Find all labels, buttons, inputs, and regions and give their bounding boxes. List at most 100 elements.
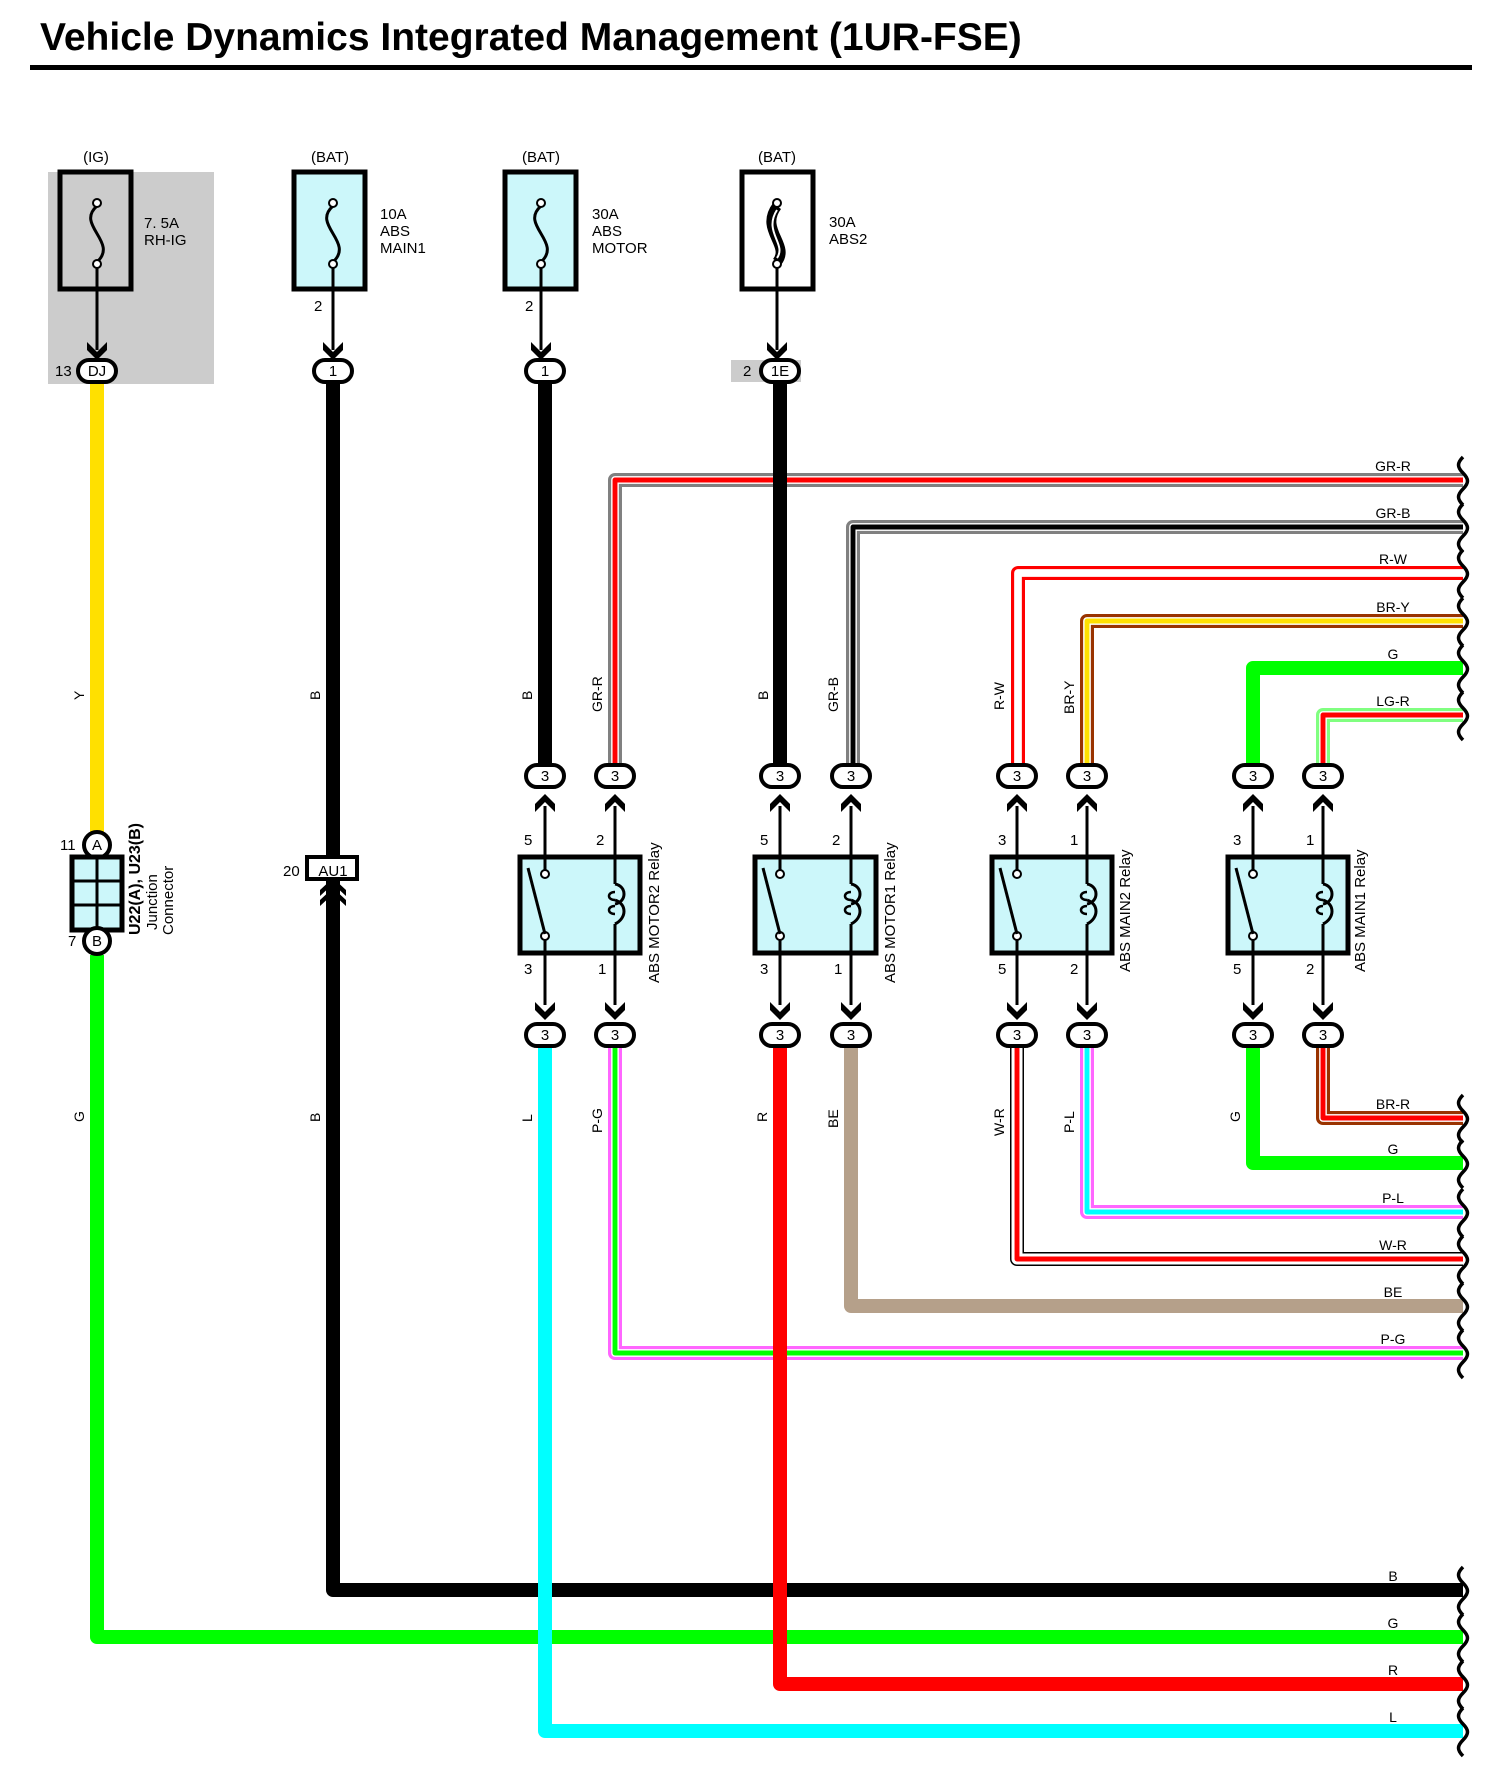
wire-break-icon <box>1456 1565 1470 1617</box>
wire-break-icon <box>1456 502 1470 554</box>
wire-break-wave <box>1456 1281 1470 1333</box>
wire-color-label: B <box>307 691 323 700</box>
wire-base <box>1316 708 1463 765</box>
wire-break-icon <box>1456 1706 1470 1758</box>
wire-be <box>844 1045 1463 1313</box>
wire-break-wave <box>1456 1328 1470 1380</box>
relay-pin: 3 <box>524 961 532 978</box>
fuse-rating: 10A <box>380 206 407 223</box>
wire-stripe <box>612 1045 1463 1356</box>
wire-base <box>538 1045 1463 1738</box>
wire-gr-b <box>846 520 1463 765</box>
wire-color-label: R <box>754 1112 770 1122</box>
relay-connector-label: 3 <box>541 1027 549 1044</box>
wire-base <box>1080 1045 1463 1219</box>
fuse-rating: 7. 5A <box>144 215 179 232</box>
wire-gap <box>1083 1045 1463 1216</box>
wire-g-upper <box>1246 661 1463 765</box>
relay-contact <box>775 869 785 879</box>
edge-wire-label: R <box>1388 1662 1398 1678</box>
wire-color-label: R-W <box>991 681 1007 710</box>
inline-connector-label: AU1 <box>318 863 347 880</box>
relay-switch-icon <box>1234 867 1255 935</box>
connector-oval <box>312 358 354 384</box>
wire-break-wave <box>1456 1706 1470 1758</box>
junction-connector-name: Junction <box>144 874 161 930</box>
fuse-terminal <box>328 259 338 269</box>
fuse-icon <box>325 204 341 264</box>
wire-w-r <box>1010 1045 1463 1266</box>
wire-break-wave <box>1456 690 1470 742</box>
junction-top-pin: 11 <box>60 837 76 854</box>
wire-stripe <box>1084 1045 1463 1215</box>
wire-b-lower <box>326 382 1463 1597</box>
edge-wire-label: BR-Y <box>1376 599 1410 615</box>
wire-r-lower <box>773 1045 1463 1691</box>
relay-switch-icon <box>761 867 782 935</box>
edge-wire-label: L <box>1389 1709 1397 1725</box>
connector-oval <box>1232 763 1274 789</box>
wire-break-wave <box>1456 1612 1470 1664</box>
relay-pin: 3 <box>760 961 768 978</box>
connector-oval <box>1302 763 1344 789</box>
relay <box>1225 763 1351 1048</box>
fuse-name: ABS <box>592 223 622 240</box>
wire-base <box>844 1045 1463 1313</box>
edge-wire-label: BE <box>1384 1284 1403 1300</box>
wire-break-icon <box>1456 596 1470 648</box>
fuse-source-label: (BAT) <box>758 149 796 166</box>
junction-connector <box>69 830 125 956</box>
connector-oval <box>830 763 872 789</box>
relay-pin: 1 <box>1306 832 1314 849</box>
junction-connector-name: U22(A), U23(B) <box>127 823 144 935</box>
connector-oval <box>759 358 801 384</box>
wire-color-label: P-L <box>1061 1111 1077 1133</box>
edge-wire-label: W-R <box>1379 1237 1407 1253</box>
relay-coil-icon <box>843 890 852 916</box>
relay <box>517 763 643 1048</box>
relay-connector-label: 3 <box>1013 768 1021 785</box>
junction-bottom-pin: 7 <box>68 933 76 950</box>
relay-coil-icon <box>607 890 616 916</box>
wire-break-wave <box>1456 1187 1470 1239</box>
fuse-pin-number: 2 <box>314 298 322 315</box>
wire-color-label: G <box>71 1111 87 1122</box>
connector-pin-number: 2 <box>743 363 751 380</box>
wire-break-icon <box>1456 690 1470 742</box>
relay-connector-label: 3 <box>847 1027 855 1044</box>
connector-oval <box>524 358 566 384</box>
relay-box <box>517 854 643 956</box>
relay-name: ABS MOTOR1 Relay <box>882 842 899 983</box>
fuse-name: MOTOR <box>592 240 648 257</box>
connector-oval <box>594 763 636 789</box>
relay-pin: 5 <box>1233 961 1241 978</box>
relay-pin: 5 <box>760 832 768 849</box>
wire-p-g <box>608 1045 1463 1360</box>
connector-pin-number: 13 <box>55 363 72 380</box>
fusible-link-icon <box>771 209 781 259</box>
wire-break-icon <box>1456 1659 1470 1711</box>
wire-gap <box>1319 711 1463 765</box>
wire-break-wave <box>1456 455 1470 507</box>
connector-oval <box>1066 763 1108 789</box>
fuse-rating: 30A <box>592 206 619 223</box>
connector-oval <box>594 1022 636 1048</box>
fuse-terminal <box>536 198 546 208</box>
relay-pin: 1 <box>1070 832 1078 849</box>
wire-break-wave <box>1456 1659 1470 1711</box>
fuse-source-label: (BAT) <box>311 149 349 166</box>
connector-oval <box>996 1022 1038 1048</box>
edge-wire-label: GR-R <box>1375 458 1411 474</box>
edge-wire-label: G <box>1388 1615 1399 1631</box>
wire-base <box>90 955 1463 1644</box>
relay-connector-label: 3 <box>541 768 549 785</box>
connector-oval <box>830 1022 872 1048</box>
wire-break-icon <box>1456 1612 1470 1664</box>
wire-stripe <box>1320 1045 1463 1121</box>
wire-base <box>1246 1045 1463 1170</box>
relay-connector-label: 3 <box>1249 768 1257 785</box>
wire-br-y <box>1080 614 1463 765</box>
fuse-pin-number: 2 <box>525 298 533 315</box>
